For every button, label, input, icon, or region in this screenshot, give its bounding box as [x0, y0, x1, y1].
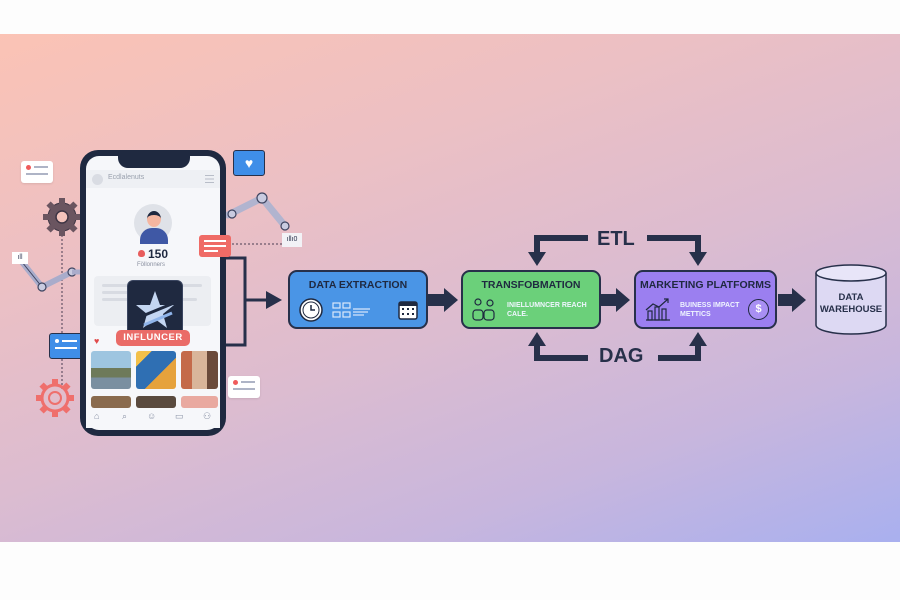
robot-arm-left-icon — [19, 259, 85, 292]
app-title: Ecdlalenuts — [108, 174, 145, 181]
clock-icon — [299, 298, 323, 322]
home-icon[interactable]: ⌂ — [94, 411, 100, 421]
photo-thumbnail[interactable] — [136, 396, 176, 408]
dollar-coin-icon: $ — [748, 299, 769, 320]
phone-bottom-nav: ⌂ ⌕ ☺ ▭ ⚇ — [86, 408, 220, 428]
small-avatar-icon[interactable] — [92, 174, 103, 185]
data-flow-icon — [332, 302, 370, 318]
etl-loop-arrows — [528, 235, 707, 266]
etl-label: ETL — [597, 228, 635, 250]
star-icon — [136, 291, 175, 328]
arrow-extraction-to-transformation — [428, 288, 458, 312]
marketing-text-line1: BUINESS IMPACT — [680, 302, 740, 309]
inbox-icon[interactable]: ▭ — [175, 411, 184, 421]
photo-thumbnail[interactable] — [181, 351, 218, 389]
photo-thumbnail[interactable] — [91, 396, 131, 408]
profile-icon[interactable]: ⚇ — [203, 411, 212, 421]
gear-icon — [43, 198, 81, 236]
followers-count: 150 — [148, 247, 169, 261]
calendar-icon — [398, 301, 418, 320]
photo-thumbnail[interactable] — [136, 351, 176, 389]
dag-loop-arrows — [528, 332, 707, 361]
avatar-body — [140, 228, 168, 244]
data-extraction-box[interactable]: DATA EXTRACTION — [288, 270, 428, 329]
arrow-marketing-to-warehouse — [778, 288, 806, 312]
transformation-text-line2: CALE. — [507, 311, 528, 318]
marketing-platforms-title: MARKETING PLATFORMS — [639, 279, 772, 291]
smile-icon[interactable]: ☺ — [147, 411, 157, 421]
bar-chart-trend-icon — [645, 298, 670, 321]
warehouse-label: DATA WAREHOUSE — [814, 292, 888, 316]
chat-bubble-red-icon — [199, 235, 231, 257]
app-top-bar — [86, 170, 220, 188]
avatar-head — [147, 211, 161, 227]
photo-thumbnail[interactable] — [181, 396, 218, 408]
hamburger-menu-icon[interactable] — [205, 175, 214, 183]
bracket-connector — [226, 256, 268, 347]
robot-arm-right-icon — [224, 192, 290, 231]
chat-bubble-blue-icon — [49, 333, 83, 359]
warehouse-label-line1: DATA — [838, 292, 864, 303]
warehouse-label-line2: WAREHOUSE — [819, 304, 883, 315]
search-icon[interactable]: ⌕ — [122, 411, 128, 421]
arrow-transformation-to-marketing — [600, 288, 630, 312]
followers-heart-icon — [138, 250, 145, 257]
followers-label: Föllonners — [137, 262, 166, 268]
twitter-heart-bubble-icon: ♥ — [233, 150, 265, 176]
marketing-text-line2: METTICS — [680, 311, 711, 318]
influencer-badge: INFLUNCER — [116, 330, 190, 346]
like-heart-icon[interactable]: ♥ — [94, 336, 100, 346]
chat-bubble-notification-icon — [228, 376, 260, 398]
robot-arm-right-tag: ıllı0 — [282, 233, 302, 247]
transformation-box[interactable]: TRANSFOBMATION INIELLUMNCER REACH CALE. — [461, 270, 601, 329]
people-network-icon — [472, 298, 495, 321]
gear-outline-icon — [36, 379, 74, 417]
transformation-text-line1: INIELLUMNCER REACH — [507, 302, 587, 309]
photo-thumbnail[interactable] — [91, 351, 131, 389]
extraction-icons — [299, 298, 418, 322]
arrow-to-extraction — [266, 291, 282, 309]
chat-bubble-notification-icon — [21, 161, 53, 183]
data-extraction-title: DATA EXTRACTION — [308, 279, 408, 291]
data-warehouse-cylinder[interactable] — [814, 263, 888, 337]
transformation-title: TRANSFOBMATION — [481, 279, 581, 291]
marketing-platforms-box[interactable]: MARKETING PLATFORMS BUINESS IMPACT METTI… — [634, 270, 777, 329]
phone-notch — [118, 150, 190, 168]
robot-arm-left-tag: ıll — [12, 252, 28, 264]
dag-label: DAG — [599, 345, 644, 367]
